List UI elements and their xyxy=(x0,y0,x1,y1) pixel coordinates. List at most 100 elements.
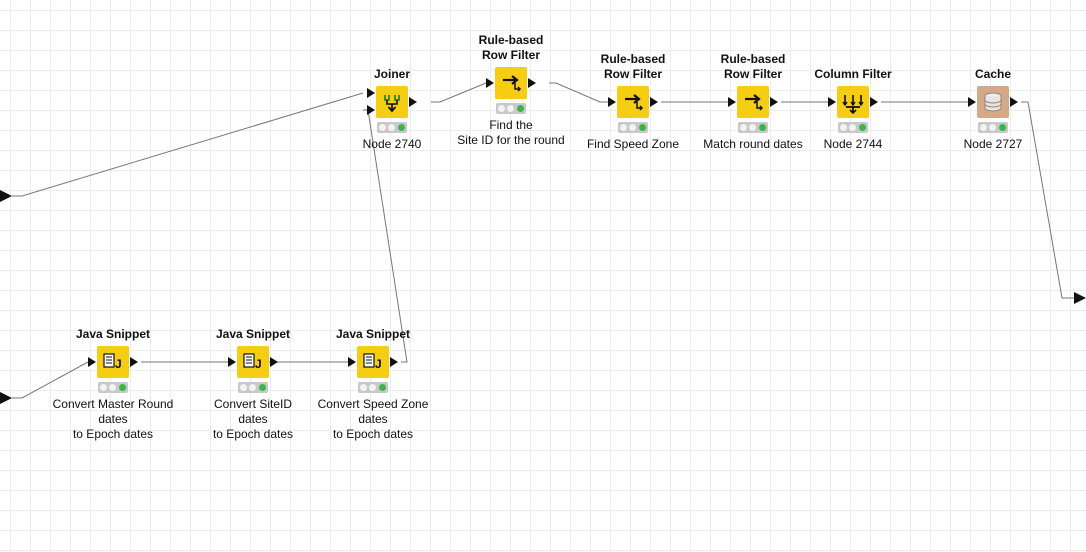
node-inport[interactable] xyxy=(486,78,494,88)
connection-wire[interactable] xyxy=(1021,101,1074,299)
node-type-label: Joiner xyxy=(312,67,472,82)
node-inport[interactable] xyxy=(228,357,236,367)
connection-wire[interactable] xyxy=(363,109,408,363)
status-light-off xyxy=(369,384,377,391)
status-light-off xyxy=(360,384,368,391)
node-type-line: Rule-based xyxy=(600,52,666,66)
node-inport[interactable] xyxy=(348,357,356,367)
node-type-line: Row Filter xyxy=(603,67,662,81)
node-annotation-line: Node 2744 xyxy=(823,137,883,151)
node-type-line: Joiner xyxy=(373,67,410,81)
node-annotation-line: Node 2740 xyxy=(362,137,422,151)
node-annotation-line: dates xyxy=(238,412,268,426)
node-inport[interactable] xyxy=(367,105,375,115)
status-light-green xyxy=(516,105,524,112)
workflow-inport-bottom[interactable] xyxy=(0,392,12,404)
joiner-icon[interactable] xyxy=(367,86,417,118)
node-inport[interactable] xyxy=(728,97,736,107)
java-snippet-icon[interactable]: J xyxy=(228,346,278,378)
node-outport[interactable] xyxy=(1010,97,1018,107)
node-annotation-line: to Epoch dates xyxy=(212,427,294,441)
node-annotation-line: to Epoch dates xyxy=(332,427,414,441)
node-inport[interactable] xyxy=(367,88,375,98)
node-inport[interactable] xyxy=(608,97,616,107)
status-light-off xyxy=(388,124,396,131)
status-light-off xyxy=(100,384,108,391)
status-light-off xyxy=(749,124,757,131)
status-light-green xyxy=(118,384,126,391)
node-annotation[interactable]: Node 2744 xyxy=(773,137,933,152)
node-status-lights xyxy=(618,122,648,133)
node-outport[interactable] xyxy=(528,78,536,88)
node-inport[interactable] xyxy=(828,97,836,107)
column-filter-icon[interactable] xyxy=(828,86,878,118)
status-light-green xyxy=(378,384,386,391)
connection-wire[interactable] xyxy=(431,82,487,103)
svg-text:J: J xyxy=(255,357,262,371)
node-annotation-line: Find the xyxy=(489,118,533,132)
status-light-green xyxy=(258,384,266,391)
node-annotation[interactable]: Find Speed Zone xyxy=(553,137,713,152)
connection-wire[interactable] xyxy=(549,82,608,103)
node-status-lights xyxy=(978,122,1008,133)
node-outport[interactable] xyxy=(870,97,878,107)
node-annotation-line: Convert Master Round xyxy=(52,397,174,411)
row-filter-icon[interactable] xyxy=(486,67,536,99)
java-snippet-icon[interactable]: J xyxy=(348,346,398,378)
connection-wire[interactable] xyxy=(12,361,89,399)
node-outport[interactable] xyxy=(409,97,417,107)
node-annotation[interactable]: Match round dates xyxy=(673,137,833,152)
svg-text:J: J xyxy=(375,357,382,371)
status-light-off xyxy=(507,105,515,112)
status-light-off xyxy=(379,124,387,131)
workflow-inport-top[interactable] xyxy=(0,190,12,202)
node-type-label: Java Snippet xyxy=(33,327,193,342)
node-inport[interactable] xyxy=(88,357,96,367)
row-filter-icon[interactable] xyxy=(728,86,778,118)
java-snippet-icon[interactable]: J xyxy=(88,346,138,378)
row-filter-icon[interactable] xyxy=(608,86,658,118)
node-outport[interactable] xyxy=(130,357,138,367)
node-outport[interactable] xyxy=(650,97,658,107)
status-light-off xyxy=(620,124,628,131)
node-annotation-line: Convert SiteID xyxy=(213,397,293,411)
node-inport[interactable] xyxy=(968,97,976,107)
node-status-lights xyxy=(838,122,868,133)
database-icon[interactable] xyxy=(968,86,1018,118)
connection-wire[interactable] xyxy=(12,92,364,197)
node-annotation-line: Node 2727 xyxy=(963,137,1023,151)
node-outport[interactable] xyxy=(770,97,778,107)
status-light-off xyxy=(980,124,988,131)
node-type-label: Java Snippet xyxy=(173,327,333,342)
node-annotation[interactable]: Node 2740 xyxy=(312,137,472,152)
status-light-green xyxy=(758,124,766,131)
node-annotation-line: Site ID for the round xyxy=(457,133,565,147)
node-outport[interactable] xyxy=(270,357,278,367)
node-status-lights xyxy=(377,122,407,133)
status-light-off xyxy=(240,384,248,391)
node-annotation[interactable]: Node 2727 xyxy=(913,137,1073,152)
node-type-line: Rule-based xyxy=(478,33,544,47)
node-outport[interactable] xyxy=(390,357,398,367)
workflow-outport[interactable] xyxy=(1074,292,1086,304)
node-annotation-line: Match round dates xyxy=(703,137,803,151)
node-annotation-line: to Epoch dates xyxy=(72,427,154,441)
